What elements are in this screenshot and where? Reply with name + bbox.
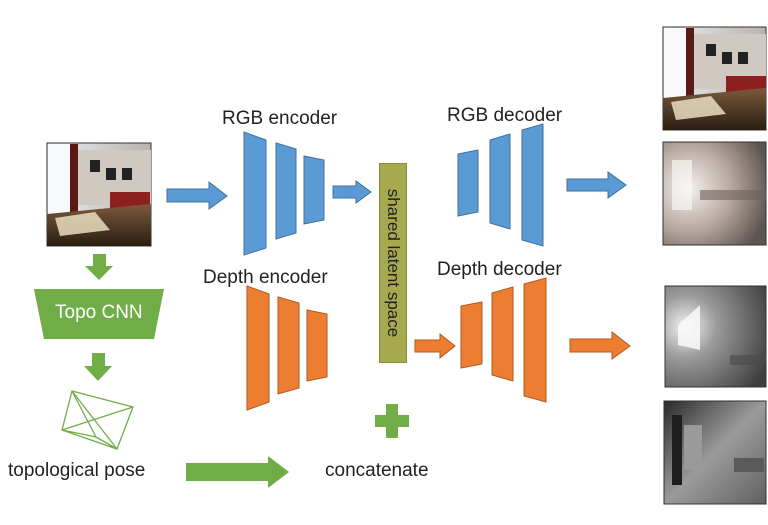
arrow-rgb-encoder-to-latent xyxy=(332,180,372,204)
ground-truth-depth-image xyxy=(663,400,767,505)
arrow-input-to-rgb-encoder xyxy=(166,180,228,210)
rgb-encoder-layer-3 xyxy=(303,155,325,225)
rgb-encoder-layer-2 xyxy=(275,142,297,240)
rgb-encoder-label: RGB encoder xyxy=(222,108,338,129)
depth-decoder-blocks xyxy=(460,277,547,403)
output-depth-image xyxy=(664,285,767,388)
rgb-encoder-layer-1 xyxy=(243,131,267,256)
rgb-decoder-layer-2 xyxy=(489,133,511,230)
rgb-decoder-blocks xyxy=(457,123,544,247)
concatenate-label: concatenate xyxy=(325,460,429,481)
rgb-encoder-blocks xyxy=(243,131,325,256)
depth-encoder-layer-2 xyxy=(277,296,300,395)
rgb-decoder-layer-3 xyxy=(521,123,544,247)
arrow-rgb-decoder-to-output xyxy=(566,171,627,199)
arrow-image-to-topo-cnn xyxy=(85,254,113,280)
rgb-decoder-label: RGB decoder xyxy=(447,105,563,126)
depth-encoder-layer-3 xyxy=(306,309,328,382)
input-rgb-image xyxy=(46,142,152,247)
topo-cnn-label: Topo CNN xyxy=(55,302,143,323)
depth-decoder-label: Depth decoder xyxy=(437,259,562,280)
depth-encoder-label: Depth encoder xyxy=(203,267,328,288)
arrow-latent-to-depth-decoder xyxy=(414,332,456,360)
depth-encoder-blocks xyxy=(246,285,328,411)
shared-latent-space-label: shared latent space xyxy=(384,188,403,338)
topological-pose-label: topological pose xyxy=(8,460,146,481)
topo-cnn-block xyxy=(34,289,164,339)
arrow-depth-decoder-to-output xyxy=(569,330,631,360)
shared-latent-space-block: shared latent space xyxy=(379,163,407,363)
orange-arrows xyxy=(414,330,631,360)
output-rgb-image xyxy=(662,26,767,131)
depth-decoder-layer-1 xyxy=(460,301,483,369)
output-blurry-rgb-image xyxy=(662,141,767,246)
plus-icon xyxy=(375,404,409,438)
depth-encoder-layer-1 xyxy=(246,285,270,411)
arrow-pose-to-concatenate xyxy=(186,456,289,488)
wireframe-polyhedron-icon xyxy=(61,390,134,450)
blue-arrows xyxy=(166,171,627,210)
depth-decoder-layer-2 xyxy=(491,286,514,382)
topo-branch xyxy=(34,254,289,488)
rgb-decoder-layer-1 xyxy=(457,149,479,217)
depth-decoder-layer-3 xyxy=(523,277,547,403)
arrow-topo-cnn-to-pose xyxy=(84,353,112,381)
